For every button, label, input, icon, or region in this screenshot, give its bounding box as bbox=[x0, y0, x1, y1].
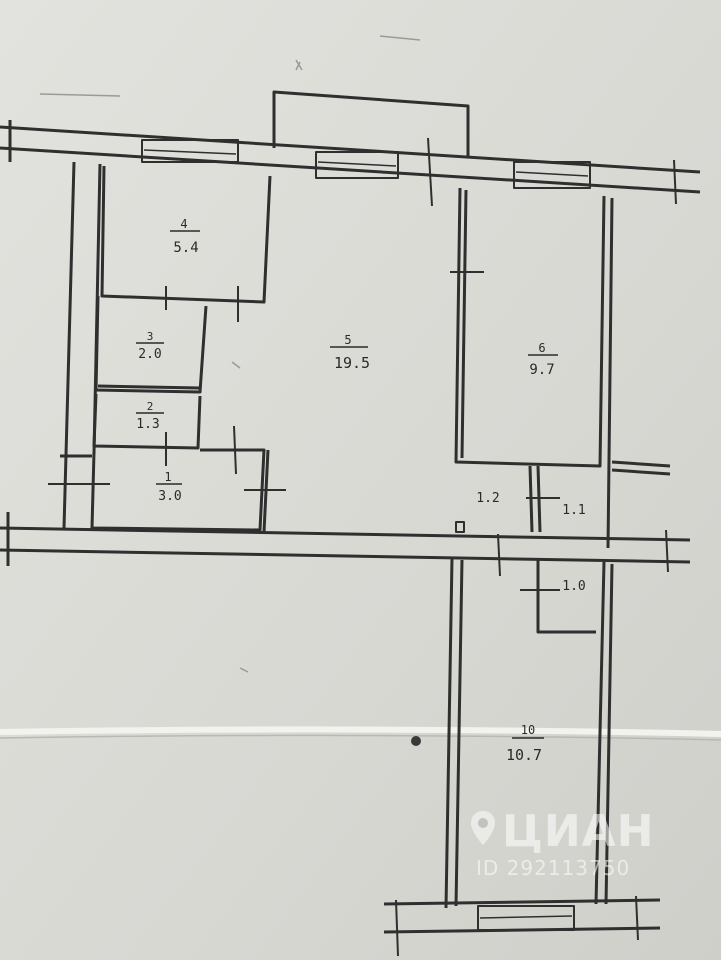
cian-watermark: ЦИАН ID 292113750 bbox=[468, 806, 678, 886]
room-label-corridor: 1.2 bbox=[476, 491, 499, 506]
room-area: 1.2 bbox=[476, 491, 499, 506]
room-area: 1.3 bbox=[136, 417, 159, 432]
room-number: 6 bbox=[538, 341, 545, 355]
room-area: 3.0 bbox=[158, 489, 181, 504]
room-label-niche: 1.0 bbox=[562, 579, 585, 594]
watermark-id: ID 292113750 bbox=[476, 856, 631, 880]
map-pin-icon bbox=[471, 811, 495, 845]
room-area: 10.7 bbox=[506, 746, 542, 764]
room-number: 10 bbox=[521, 723, 535, 737]
room-label-5: 5 19.5 bbox=[330, 333, 370, 372]
room-label-6: 6 9.7 bbox=[528, 341, 558, 378]
room-label-4: 4 5.4 bbox=[170, 217, 200, 256]
room-number: 1 bbox=[164, 470, 171, 484]
room-label-1: 1 3.0 bbox=[156, 470, 182, 504]
room-area: 1.0 bbox=[562, 579, 585, 594]
room-number: 3 bbox=[147, 330, 154, 343]
room-area: 1.1 bbox=[562, 503, 585, 518]
room-area: 2.0 bbox=[138, 347, 161, 362]
room-number: 2 bbox=[147, 400, 154, 413]
room-number: 4 bbox=[180, 217, 187, 231]
room-label-3: 3 2.0 bbox=[136, 330, 164, 362]
room-area: 9.7 bbox=[529, 362, 554, 378]
watermark-brand: ЦИАН bbox=[502, 806, 655, 857]
plan-walls bbox=[0, 90, 701, 957]
room-label-2: 2 1.3 bbox=[136, 400, 164, 432]
ink-spot bbox=[411, 736, 421, 746]
room-number: 5 bbox=[344, 333, 351, 347]
room-label-10: 10 10.7 bbox=[506, 723, 544, 764]
paper-fold bbox=[0, 726, 721, 737]
faint-marks bbox=[39, 35, 421, 673]
room-area: 19.5 bbox=[334, 354, 370, 372]
room-label-toilet: 1.1 bbox=[562, 503, 585, 518]
room-area: 5.4 bbox=[173, 240, 198, 256]
